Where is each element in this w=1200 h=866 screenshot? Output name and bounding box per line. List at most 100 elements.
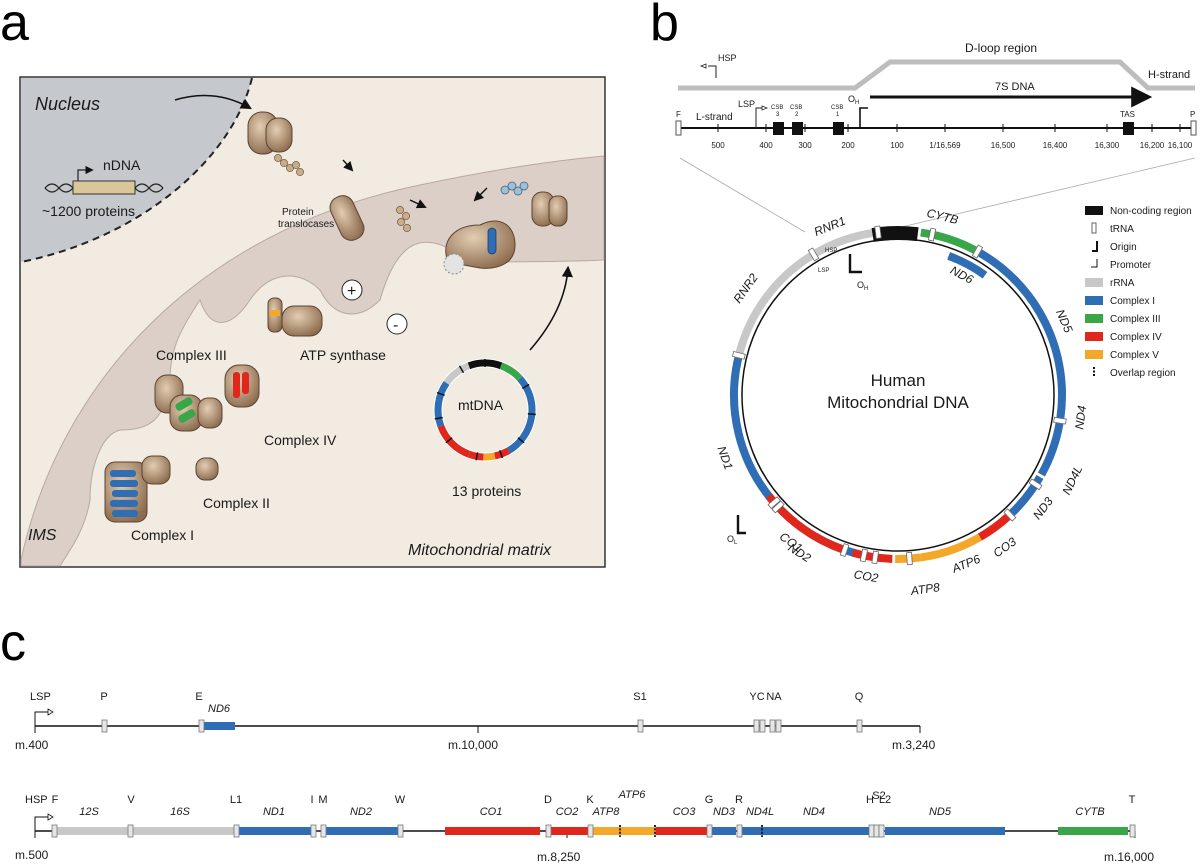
legend-item: Complex III [1085, 314, 1161, 325]
row1-start-label: m.400 [15, 738, 49, 752]
row1-trna [759, 719, 766, 733]
protein-translocase [329, 195, 411, 241]
gene-label-atp8: ATP8 [909, 580, 941, 598]
trna-mark [1028, 478, 1043, 491]
gene-label-nd5: ND5 [1053, 307, 1076, 335]
row2-gene-nd5 [885, 827, 1005, 835]
row2-gene-atp8 [592, 827, 622, 835]
row2-trna [1129, 824, 1136, 838]
legend-label: tRNA [1110, 224, 1134, 235]
mtdna-circle-small [433, 358, 537, 462]
row2-gene-label: CYTB [1075, 806, 1104, 818]
small-mtdna-trna-mark [434, 416, 443, 420]
row1-trna-label: E [195, 691, 202, 703]
ruler-tick-label: 500 [711, 141, 725, 150]
ndna-label: nDNA [103, 157, 141, 173]
promoter-icon [1091, 259, 1098, 268]
zoom-line-left [679, 157, 806, 233]
mito-ribosome [500, 181, 568, 227]
row2-gene-label: 16S [170, 806, 190, 818]
row2-trna [736, 824, 743, 838]
legend-item: Complex IV [1085, 332, 1162, 343]
tas-box [1123, 122, 1134, 135]
legend-label: Promoter [1110, 260, 1152, 271]
row2-trna-label: L2 [879, 794, 891, 806]
nucleus [21, 78, 252, 262]
heavy-strand-gene [1037, 422, 1064, 477]
heavy-strand-gene [735, 252, 814, 354]
small-mtdna-trna-mark [436, 391, 445, 396]
row2-gene-co1 [445, 827, 540, 835]
gene-label-nd4: ND4 [1072, 404, 1089, 430]
row2-start-label: m.500 [15, 848, 49, 862]
row1-mid-label: m.10,000 [448, 738, 498, 752]
nucleus-label: Nucleus [35, 94, 100, 114]
row1-trna [856, 719, 863, 733]
mt-proteins-label: 13 proteins [452, 483, 521, 499]
gene-label-rnr1: RNR1 [812, 214, 848, 239]
row2-end-label: m.16,000 [1104, 850, 1154, 864]
trna-mark [971, 244, 984, 259]
legend-swatch [1085, 350, 1103, 359]
import-arrow-icon [174, 94, 252, 110]
atp-synthase-label: ATP synthase [300, 347, 386, 363]
legend-label: Origin [1110, 242, 1137, 253]
row1-promoter-icon [34, 711, 48, 726]
row1-trna [753, 719, 760, 733]
gene-label-nd3: ND3 [1030, 494, 1056, 522]
hsp-promoter-icon [708, 65, 717, 78]
row2-gene-nd2 [324, 827, 398, 835]
ruler-tick-label: 100 [890, 141, 904, 150]
legend-item: Non-coding region [1085, 206, 1192, 217]
trna-mark [906, 552, 913, 566]
ndna-promoter-arrow-icon [77, 165, 94, 181]
panel-letter-b: b [650, 0, 679, 52]
ruler-tick-label: 1/16,569 [929, 141, 961, 150]
panel-b: D-loop region H-strand HSP 7S DNA OH F P… [675, 41, 1197, 598]
legend-item: Complex I [1085, 296, 1155, 307]
gene-label-nd4l: ND4L [1059, 463, 1085, 497]
trna-mark [1003, 508, 1017, 522]
minus-sign: - [393, 317, 398, 334]
lsp-label-top: LSP [738, 99, 755, 109]
row2-gene-label: ND1 [263, 806, 285, 818]
row2-gene-label: 12S [79, 806, 99, 818]
trna-p-ruler [1190, 120, 1197, 136]
legend-swatch [1085, 278, 1103, 287]
small-mtdna-trna-mark [475, 452, 479, 461]
row2-gene-co3 [656, 827, 708, 835]
origin-icon [1092, 241, 1098, 252]
complex-iv [224, 364, 260, 408]
gene-label-atp6: ATP6 [949, 552, 982, 576]
small-mtdna-segment [443, 362, 471, 386]
row2-gene-co2 [550, 827, 590, 835]
row2-gene-label: ATP8 [592, 806, 621, 818]
cytosolic-protein [247, 111, 304, 176]
row1-trna-label: NA [766, 691, 782, 703]
mtdna-to-ribosome-arrow-icon [529, 265, 573, 351]
ims-label: IMS [28, 527, 57, 544]
ruler-tick-label: 16,400 [1043, 141, 1068, 150]
row2-gene-nd4l [740, 827, 772, 835]
legend-label: Complex V [1110, 350, 1159, 361]
center-title-1: Human [871, 371, 926, 390]
hsp-label-map: HSP [825, 248, 837, 254]
row1-trna-label: YC [749, 691, 764, 703]
row2-trna [51, 824, 58, 838]
translocases-label-1: Protein [282, 207, 314, 218]
trna-mark [731, 350, 746, 360]
ruler-tick-label: 16,200 [1140, 141, 1165, 150]
row2-gene-atp6 [622, 827, 656, 835]
row2-promoter-icon [34, 816, 48, 831]
panel-letter-a: a [0, 0, 29, 52]
small-mtdna-segment [434, 381, 450, 428]
row2-trna-label: V [127, 794, 135, 806]
row2-gene-label: ND4L [746, 806, 774, 818]
gene-label-nd1: ND1 [714, 444, 735, 471]
legend-label: rRNA [1110, 278, 1135, 289]
legend-label: Complex III [1110, 314, 1161, 325]
oh-origin-map-icon [848, 254, 862, 274]
